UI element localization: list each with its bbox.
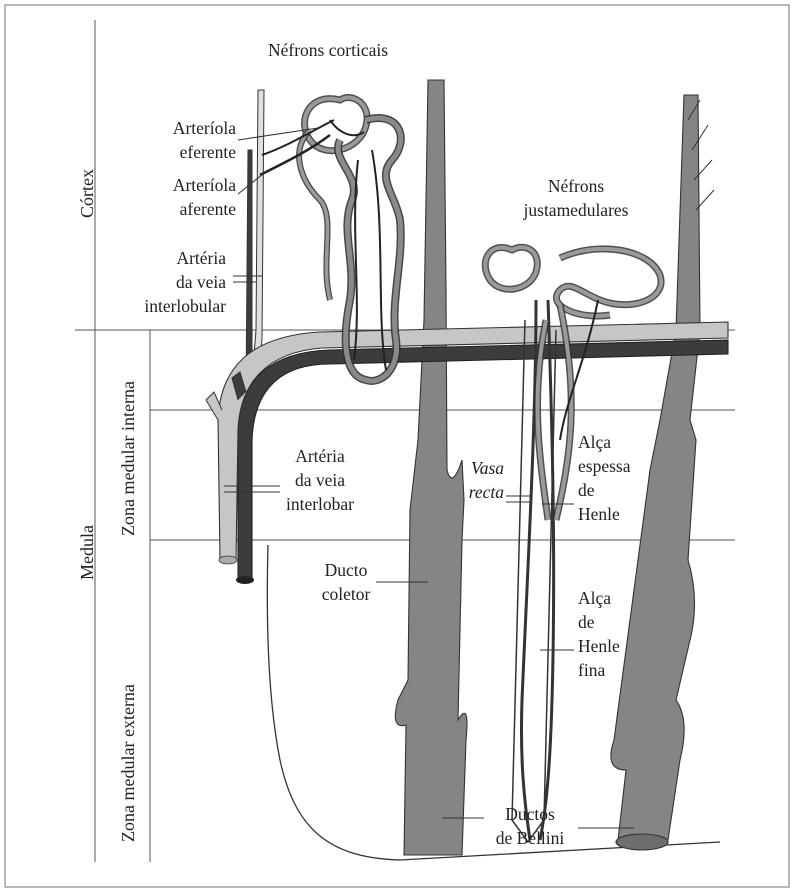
region-inner-zone-label: Zona medular interna (118, 381, 138, 536)
label-bellini-2: de Bellini (496, 828, 565, 848)
interlobular-vein (252, 90, 264, 380)
vein-opening (219, 556, 237, 564)
label-thick-loop-1: Alça (578, 432, 611, 452)
label-interlobular-3: interlobular (144, 296, 226, 316)
region-cortex-label: Córtex (77, 169, 97, 218)
label-interlobar-3: interlobar (286, 494, 354, 514)
label-thick-loop-2: espessa (578, 456, 631, 476)
title-cortical-nephrons: Néfrons corticais (268, 40, 388, 60)
bellini-duct-opening (616, 834, 668, 850)
label-vasa-recta-1: Vasa (471, 458, 504, 478)
label-thin-loop-4: fina (578, 660, 605, 680)
label-efferent-arteriole-1: Arteríola (173, 118, 236, 138)
label-collecting-duct-2: coletor (322, 584, 371, 604)
label-thick-loop-3: de (578, 480, 595, 500)
label-juxtamedullary-1: Néfrons (548, 176, 605, 196)
label-thin-loop-1: Alça (578, 588, 611, 608)
label-afferent-arteriole-2: aferente (180, 199, 237, 219)
label-interlobar-2: da veia (295, 470, 345, 490)
label-bellini-1: Ductos (505, 804, 555, 824)
label-interlobar-1: Artéria (295, 446, 345, 466)
label-interlobular-1: Artéria (176, 248, 226, 268)
label-vasa-recta-2: recta (469, 482, 505, 502)
label-collecting-duct-1: Ducto (325, 560, 368, 580)
label-interlobular-2: da veia (176, 272, 226, 292)
label-afferent-arteriole-1: Arteríola (173, 175, 236, 195)
collecting-duct-center (395, 80, 467, 855)
artery-opening (236, 576, 254, 584)
region-outer-zone-label: Zona medular externa (118, 684, 138, 842)
label-thin-loop-2: de (578, 612, 595, 632)
label-thin-loop-3: Henle (578, 636, 620, 656)
label-efferent-arteriole-2: eferente (180, 142, 237, 162)
region-medula-label: Medula (77, 525, 97, 580)
label-thick-loop-4: Henle (578, 504, 620, 524)
label-juxtamedullary-2: justamedulares (523, 200, 629, 220)
